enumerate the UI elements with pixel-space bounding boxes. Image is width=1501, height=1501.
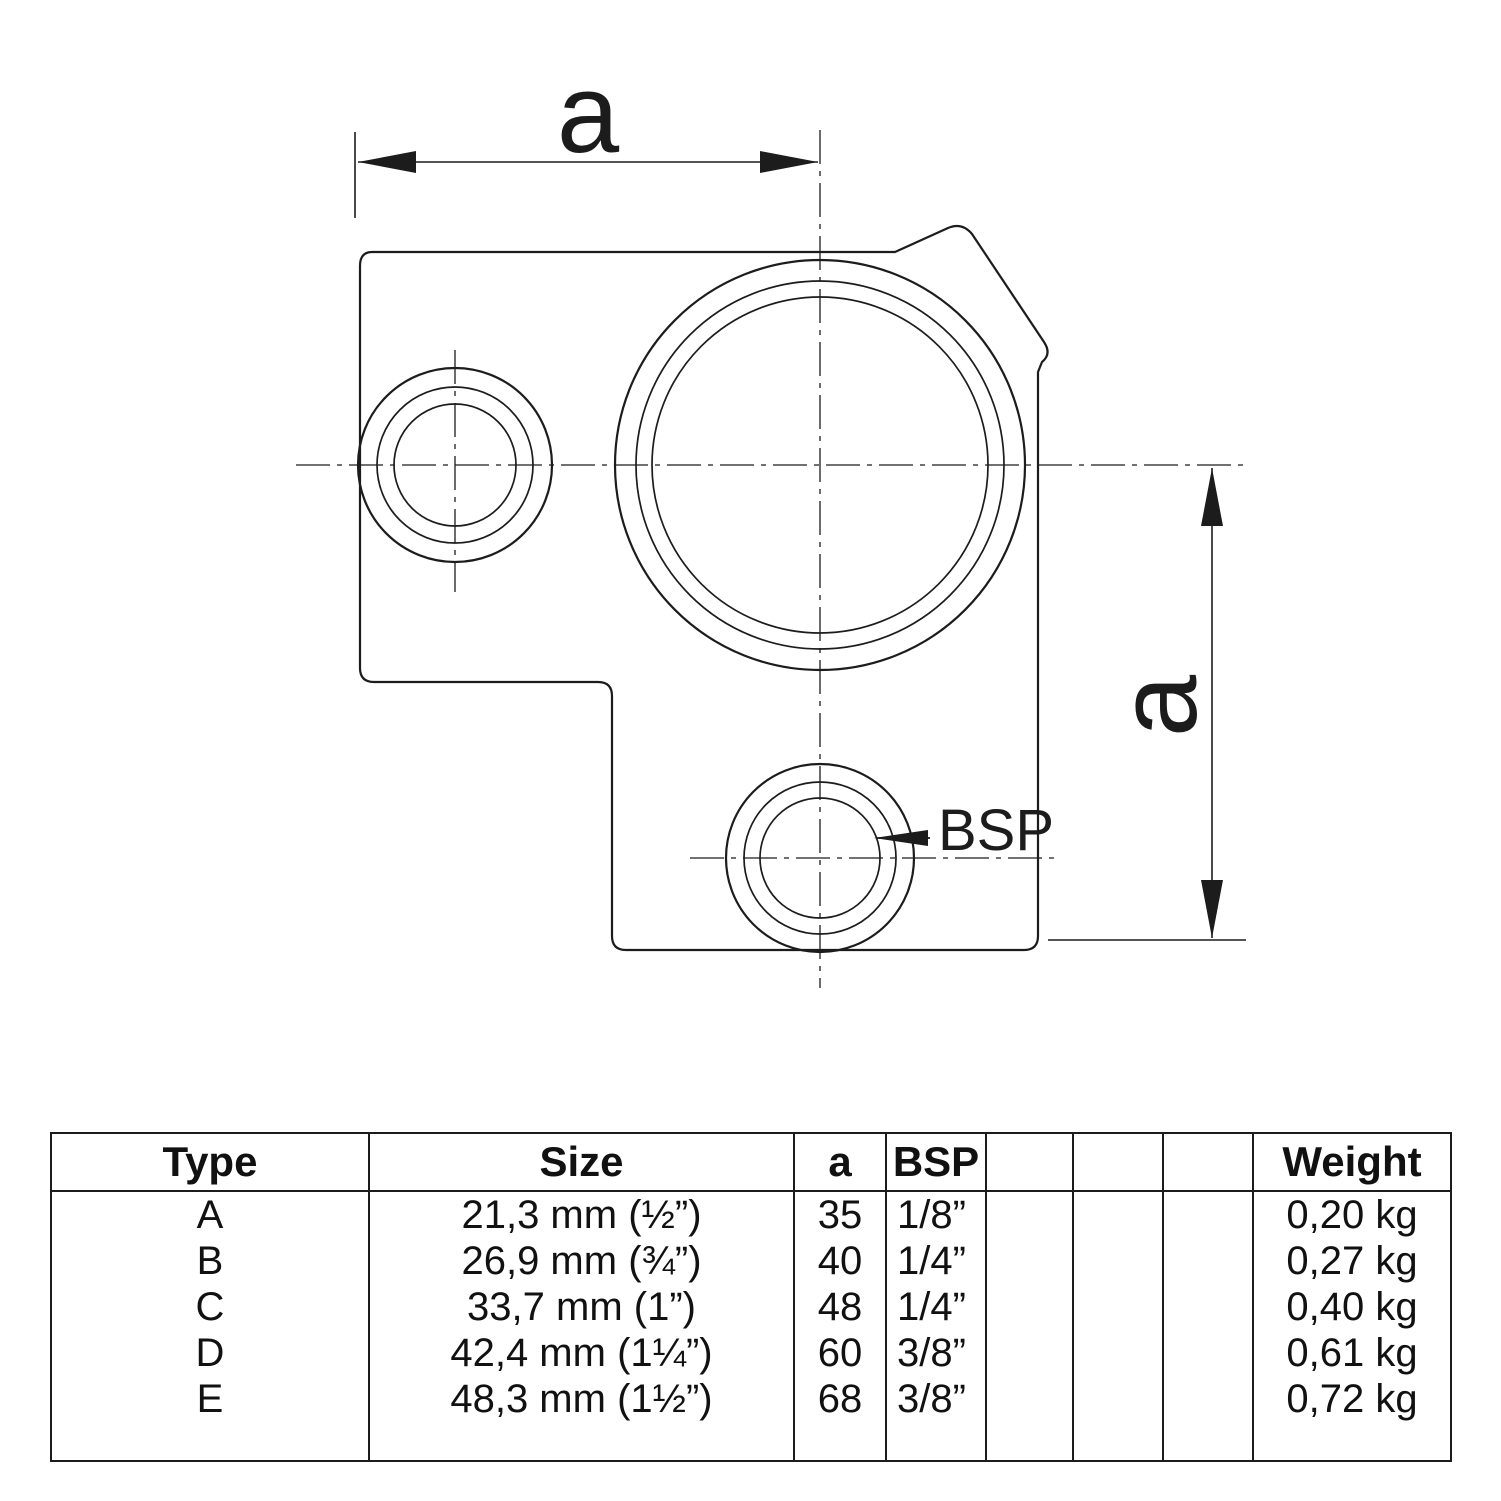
table-row-b: B 26,9 mm (¾”) 40 1/4” 0,27 kg (50, 1238, 1452, 1284)
main-socket-mid-circle (635, 280, 1005, 650)
header-a: a (793, 1133, 887, 1192)
cell-size: 26,9 mm (¾”) (368, 1238, 795, 1284)
cell-empty (985, 1238, 1074, 1284)
cell-bsp: 1/4” (885, 1284, 987, 1330)
cell-type: C (50, 1284, 370, 1330)
cell-empty (793, 1422, 887, 1461)
cell-bsp: 3/8” (885, 1330, 987, 1376)
cell-empty (1252, 1422, 1452, 1461)
main-socket-bore-circle (651, 296, 989, 634)
arrowhead-down-icon (1201, 880, 1223, 938)
cell-type: B (50, 1238, 370, 1284)
cell-empty (50, 1422, 370, 1461)
cell-weight: 0,20 kg (1252, 1191, 1452, 1238)
table-row-e: E 48,3 mm (1½”) 68 3/8” 0,72 kg (50, 1376, 1452, 1422)
cell-empty (885, 1422, 987, 1461)
cell-weight: 0,27 kg (1252, 1238, 1452, 1284)
header-empty-3 (1162, 1133, 1254, 1192)
cell-empty (1072, 1284, 1164, 1330)
bottom-socket-outer-circle (724, 762, 916, 954)
dimension-a-horizontal (354, 132, 818, 218)
bsp-label: BSP (938, 798, 1054, 863)
table-spacer-row (50, 1422, 1452, 1461)
size-table: Type Size a BSP Weight A 21,3 mm (½”) 35… (50, 1132, 1452, 1462)
centerlines (296, 130, 1246, 988)
cell-a: 48 (793, 1284, 887, 1330)
left-socket (356, 366, 554, 564)
dim-label-a-right: a (1095, 674, 1220, 737)
cell-size: 48,3 mm (1½”) (368, 1376, 795, 1422)
header-size: Size (368, 1133, 795, 1192)
cell-size: 42,4 mm (1¼”) (368, 1330, 795, 1376)
cell-empty (1162, 1422, 1254, 1461)
cell-empty (985, 1284, 1074, 1330)
cell-bsp: 1/8” (885, 1191, 987, 1238)
cell-a: 68 (793, 1376, 887, 1422)
cell-type: D (50, 1330, 370, 1376)
cell-bsp: 1/4” (885, 1238, 987, 1284)
dim-label-a-top: a (557, 51, 620, 176)
dimension-a-vertical (1048, 468, 1246, 941)
header-type: Type (50, 1133, 370, 1192)
bsp-arrowhead-icon (874, 830, 928, 846)
cell-empty (1072, 1376, 1164, 1422)
cell-weight: 0,40 kg (1252, 1284, 1452, 1330)
cell-a: 60 (793, 1330, 887, 1376)
bottom-socket-mid-circle (743, 781, 897, 935)
cell-size: 21,3 mm (½”) (368, 1191, 795, 1238)
cell-empty (1162, 1238, 1254, 1284)
arrowhead-up-icon (1201, 468, 1223, 526)
header-weight: Weight (1252, 1133, 1452, 1192)
cell-empty (1162, 1191, 1254, 1238)
main-socket-outer-circle (613, 258, 1027, 672)
table-header-row: Type Size a BSP Weight (50, 1133, 1452, 1192)
cell-empty (368, 1422, 795, 1461)
drawing-labels: a a BSP (557, 51, 1220, 863)
fitting-technical-drawing: a a BSP (296, 51, 1246, 988)
cell-empty (1072, 1422, 1164, 1461)
cell-empty (985, 1330, 1074, 1376)
table-row-c: C 33,7 mm (1”) 48 1/4” 0,40 kg (50, 1284, 1452, 1330)
arrowhead-right-icon (760, 151, 818, 173)
cell-type: A (50, 1191, 370, 1238)
cell-empty (1072, 1330, 1164, 1376)
cell-empty (985, 1376, 1074, 1422)
header-empty-1 (985, 1133, 1074, 1192)
header-empty-2 (1072, 1133, 1164, 1192)
cell-empty (985, 1191, 1074, 1238)
cell-bsp: 3/8” (885, 1376, 987, 1422)
left-socket-bore-circle (393, 403, 517, 527)
bottom-socket (724, 762, 916, 954)
cell-weight: 0,61 kg (1252, 1330, 1452, 1376)
cell-empty (1072, 1191, 1164, 1238)
bottom-socket-bore-circle (759, 797, 881, 919)
cell-a: 40 (793, 1238, 887, 1284)
cell-empty (985, 1422, 1074, 1461)
left-socket-outer-circle (356, 366, 554, 564)
cell-a: 35 (793, 1191, 887, 1238)
table-row-d: D 42,4 mm (1¼”) 60 3/8” 0,61 kg (50, 1330, 1452, 1376)
header-bsp: BSP (885, 1133, 987, 1192)
left-socket-mid-circle (376, 386, 534, 544)
arrowhead-left-icon (358, 151, 416, 173)
main-socket (613, 258, 1027, 672)
cell-empty (1162, 1284, 1254, 1330)
cell-empty (1162, 1376, 1254, 1422)
cell-weight: 0,72 kg (1252, 1376, 1452, 1422)
cell-empty (1072, 1238, 1164, 1284)
cell-size: 33,7 mm (1”) (368, 1284, 795, 1330)
cell-empty (1162, 1330, 1254, 1376)
body-outline (358, 224, 1049, 952)
cell-type: E (50, 1376, 370, 1422)
table-row-a: A 21,3 mm (½”) 35 1/8” 0,20 kg (50, 1191, 1452, 1238)
